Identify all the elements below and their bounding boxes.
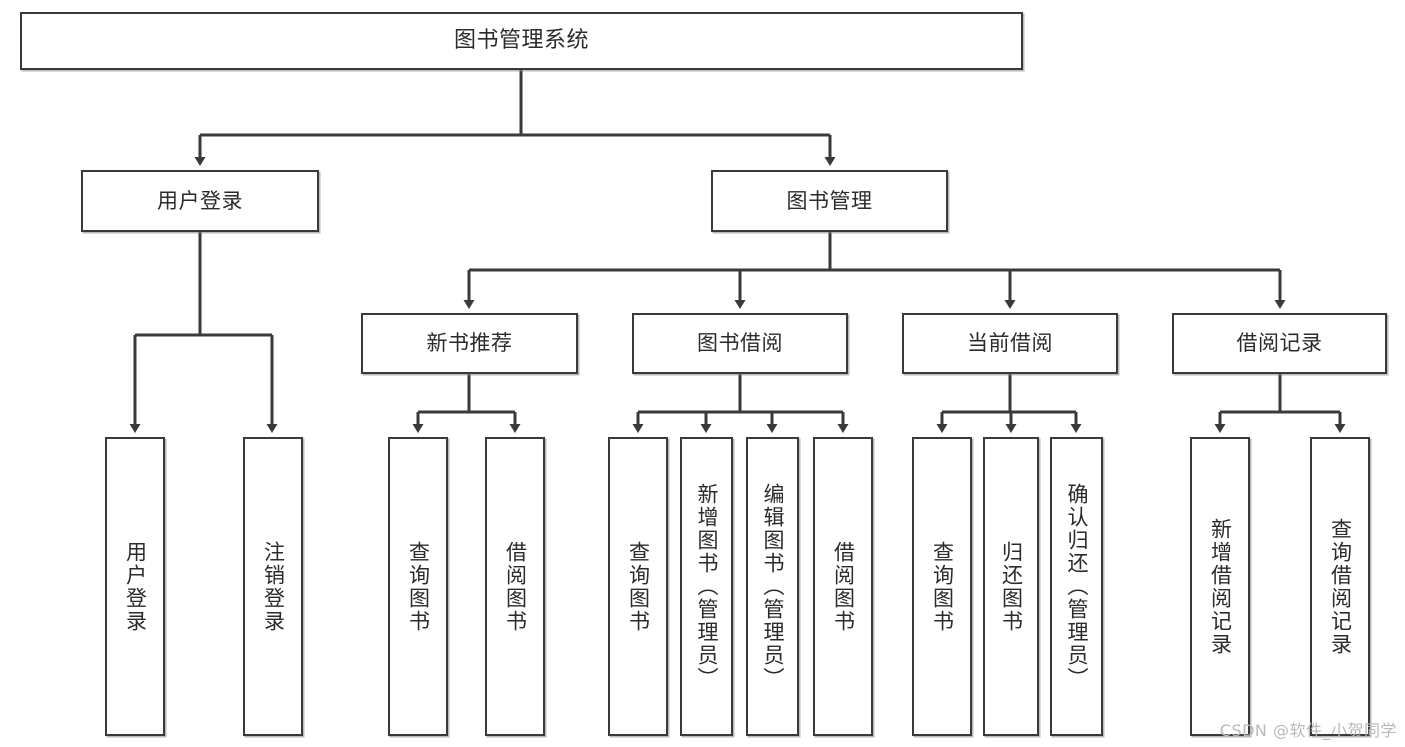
node-leaf-borrow-book-1[interactable]: 借阅图书 [485, 437, 545, 736]
node-leaf-user-logout[interactable]: 注销登录 [243, 437, 303, 736]
node-root[interactable]: 图书管理系统 [20, 12, 1023, 70]
node-current-borrow[interactable]: 当前借阅 [902, 313, 1118, 374]
node-new-book-recommend-label: 新书推荐 [426, 331, 513, 356]
node-leaf-edit-book-label: 编辑图书（管理员） [760, 483, 785, 690]
node-borrow-record[interactable]: 借阅记录 [1172, 313, 1387, 374]
node-leaf-query-book-3[interactable]: 查询图书 [912, 437, 972, 736]
node-leaf-add-borrow-record-label: 新增借阅记录 [1208, 517, 1233, 656]
node-leaf-query-borrow-record-label: 查询借阅记录 [1328, 517, 1353, 656]
node-leaf-edit-book[interactable]: 编辑图书（管理员） [746, 437, 799, 736]
node-user-login[interactable]: 用户登录 [81, 170, 319, 232]
node-leaf-borrow-book-2-label: 借阅图书 [831, 540, 856, 633]
node-leaf-confirm-return-label: 确认归还（管理员） [1064, 483, 1089, 690]
node-leaf-return-book[interactable]: 归还图书 [983, 437, 1039, 736]
node-root-label: 图书管理系统 [453, 28, 589, 54]
node-leaf-add-borrow-record[interactable]: 新增借阅记录 [1190, 437, 1250, 736]
node-leaf-query-book-2[interactable]: 查询图书 [608, 437, 668, 736]
node-book-borrow[interactable]: 图书借阅 [632, 313, 848, 374]
node-leaf-borrow-book-2[interactable]: 借阅图书 [813, 437, 873, 736]
node-current-borrow-label: 当前借阅 [967, 331, 1053, 356]
node-leaf-return-book-label: 归还图书 [999, 540, 1024, 633]
node-new-book-recommend[interactable]: 新书推荐 [361, 313, 578, 374]
node-leaf-query-book-1[interactable]: 查询图书 [388, 437, 448, 736]
node-leaf-user-login[interactable]: 用户登录 [105, 437, 165, 736]
node-leaf-user-login-label: 用户登录 [123, 540, 148, 633]
node-leaf-add-book-label: 新增图书（管理员） [694, 483, 719, 690]
node-book-manage-label: 图书管理 [786, 188, 873, 213]
node-leaf-confirm-return[interactable]: 确认归还（管理员） [1050, 437, 1103, 736]
node-user-login-label: 用户登录 [157, 188, 243, 213]
node-leaf-query-book-1-label: 查询图书 [406, 540, 431, 633]
node-book-borrow-label: 图书借阅 [697, 331, 783, 356]
node-leaf-user-logout-label: 注销登录 [261, 540, 286, 633]
node-leaf-borrow-book-1-label: 借阅图书 [503, 540, 528, 633]
node-leaf-add-book[interactable]: 新增图书（管理员） [680, 437, 733, 736]
node-leaf-query-book-2-label: 查询图书 [626, 540, 651, 633]
node-book-manage[interactable]: 图书管理 [711, 170, 948, 232]
node-leaf-query-book-3-label: 查询图书 [930, 540, 955, 633]
node-leaf-query-borrow-record[interactable]: 查询借阅记录 [1310, 437, 1370, 736]
node-borrow-record-label: 借阅记录 [1236, 331, 1323, 356]
